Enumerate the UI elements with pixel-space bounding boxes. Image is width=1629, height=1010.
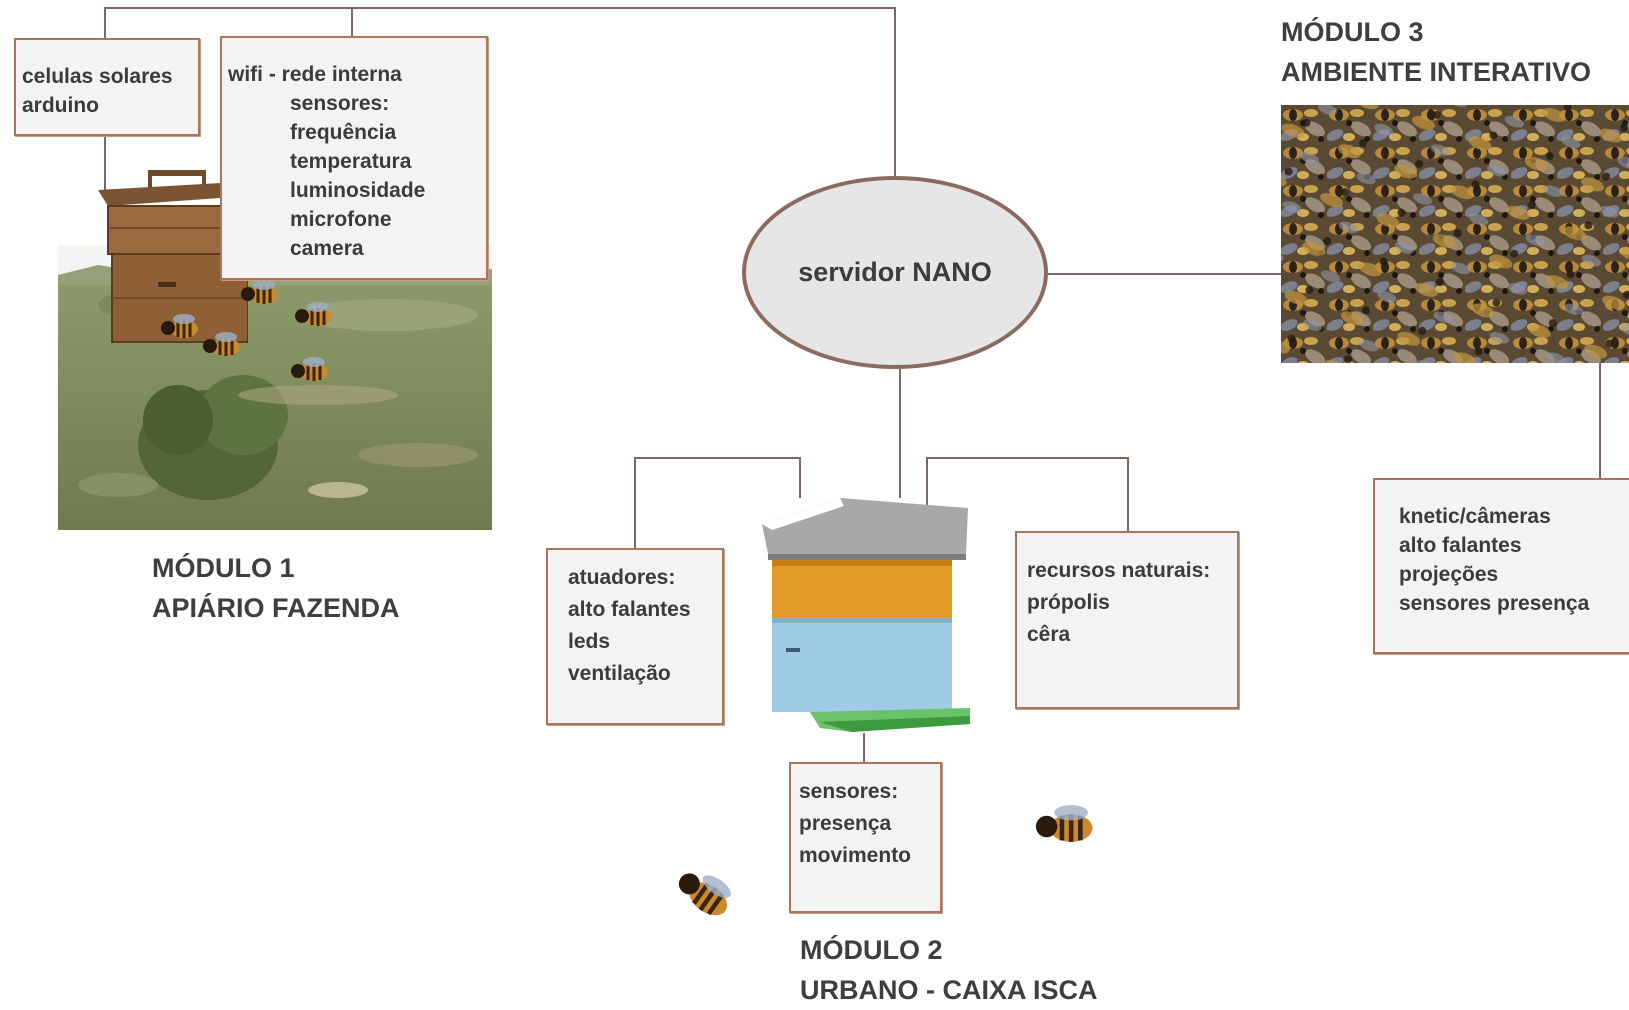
- device-item: sensores presença: [1399, 592, 1590, 615]
- resource-item: própolis: [1027, 591, 1110, 614]
- resource-item: recursos naturais:: [1027, 559, 1211, 582]
- actuator-item: atuadores:: [568, 566, 676, 589]
- sensor-item: presença: [799, 812, 892, 835]
- connector-top-bus: [104, 7, 896, 178]
- presence-sensors-box: sensores: presença movimento: [789, 762, 942, 913]
- server-node: servidor NANO: [742, 176, 1048, 369]
- module1-title-line1: MÓDULO 1: [152, 553, 295, 583]
- sensor-item: luminosidade: [290, 179, 426, 202]
- connector-actuators: [634, 457, 801, 548]
- interactive-devices-box: knetic/câmeras alto falantes projeções s…: [1373, 478, 1629, 654]
- bait-hive-image: [760, 496, 972, 738]
- actuator-item: leds: [568, 630, 611, 653]
- device-item: knetic/câmeras: [1399, 505, 1551, 528]
- module3-title-line1: MÓDULO 3: [1281, 17, 1424, 47]
- natural-resources-box: recursos naturais: própolis cêra: [1015, 531, 1239, 709]
- sensor-item: movimento: [799, 844, 912, 867]
- device-item: projeções: [1399, 563, 1499, 586]
- sensor-item: frequência: [290, 121, 397, 144]
- module2-title-line2: URBANO - CAIXA ISCA: [800, 975, 1098, 1005]
- actuators-box: atuadores: alto falantes leds ventilação: [546, 548, 724, 725]
- power-line: arduino: [22, 94, 99, 117]
- sensor-item: microfone: [290, 208, 392, 231]
- bee-swarm-photo: [1281, 105, 1629, 363]
- sensor-item: sensores:: [290, 92, 390, 115]
- module3-title-line2: AMBIENTE INTERATIVO: [1281, 57, 1591, 87]
- actuator-item: alto falantes: [568, 598, 691, 621]
- bee-icon: [158, 312, 202, 342]
- bee-icon: [661, 850, 748, 935]
- server-label: servidor NANO: [798, 257, 992, 287]
- module1-title: MÓDULO 1 APIÁRIO FAZENDA: [152, 548, 400, 628]
- connector-resources: [926, 457, 1129, 531]
- actuator-item: ventilação: [568, 662, 671, 685]
- wifi-header: wifi - rede interna: [228, 63, 402, 86]
- module1-title-line2: APIÁRIO FAZENDA: [152, 593, 400, 623]
- sensor-item: camera: [290, 237, 364, 260]
- bee-icon: [1030, 802, 1100, 848]
- module3-title: MÓDULO 3 AMBIENTE INTERATIVO: [1281, 12, 1591, 92]
- bee-icon: [292, 300, 336, 330]
- module2-title: MÓDULO 2 URBANO - CAIXA ISCA: [800, 930, 1098, 1010]
- device-item: alto falantes: [1399, 534, 1522, 557]
- module2-title-line1: MÓDULO 2: [800, 935, 943, 965]
- sensor-item: sensores:: [799, 780, 899, 803]
- bee-icon: [288, 355, 332, 385]
- power-line: celulas solares: [22, 65, 173, 88]
- resource-item: cêra: [1027, 623, 1071, 646]
- sensor-item: temperatura: [290, 150, 412, 173]
- bee-icon: [200, 330, 244, 360]
- bee-icon: [238, 278, 282, 308]
- wifi-sensors-box: wifi - rede interna sensores: frequência…: [220, 36, 488, 280]
- power-box: celulas solares arduino: [14, 38, 200, 136]
